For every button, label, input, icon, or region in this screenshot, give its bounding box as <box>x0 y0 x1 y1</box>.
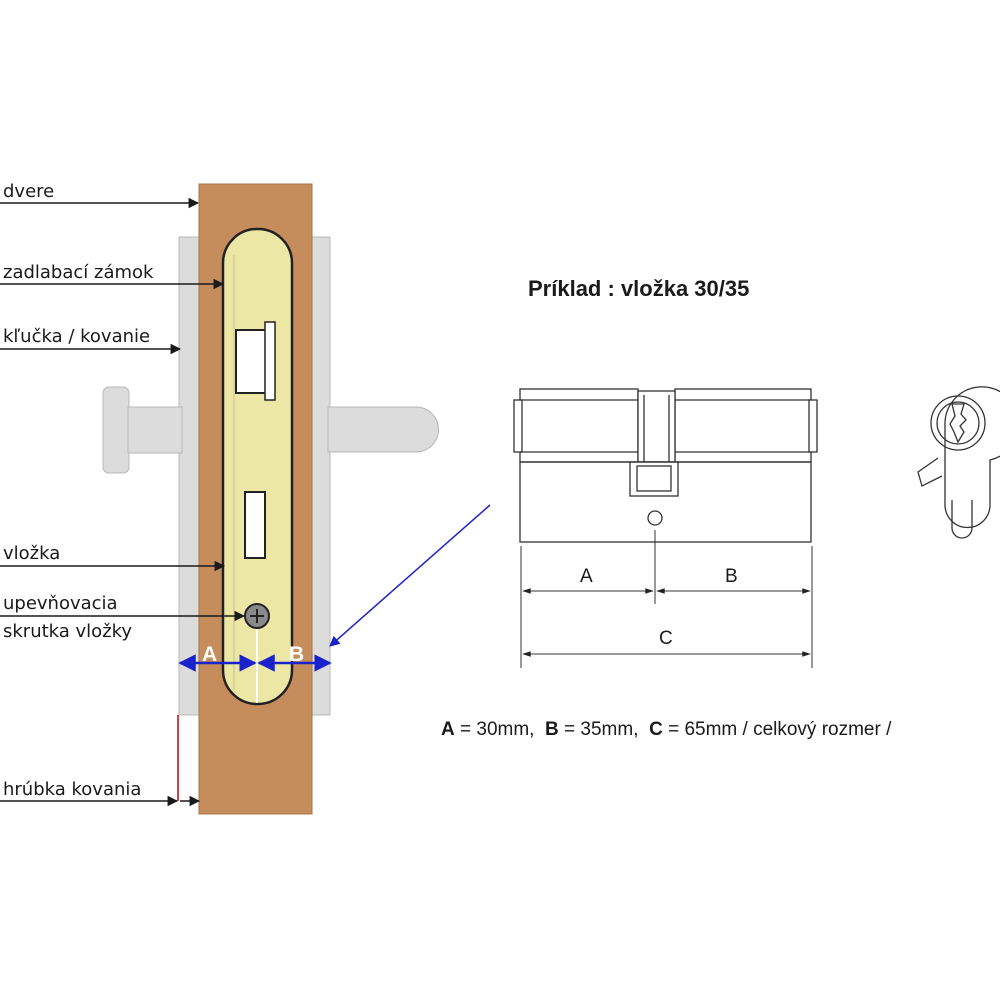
handle-right <box>327 406 439 453</box>
label-handle: kľučka / kovanie <box>3 326 151 347</box>
cylinder-drawing <box>513 388 818 543</box>
example-pointer <box>329 504 491 647</box>
dimension-summary: A = 30mm, B = 35mm, C = 65mm / celkový r… <box>441 719 891 741</box>
fitting-plate-right <box>309 236 331 716</box>
summary-c-key: C <box>649 719 663 740</box>
summary-c-value: = 65mm / celkový rozmer / <box>662 719 892 740</box>
label-cylinder: vložka <box>3 543 61 564</box>
cylinder-slot <box>244 491 266 559</box>
label-door: dvere <box>3 181 55 202</box>
door-dim-b-label: B <box>289 643 305 666</box>
dim-c-label: C <box>659 628 673 649</box>
fitting-plate-left <box>178 236 202 716</box>
screw-icon <box>244 603 270 629</box>
label-leaders <box>0 197 246 807</box>
label-screw-line2: skrutka vložky <box>3 621 133 642</box>
dim-a-label: A <box>580 566 593 587</box>
summary-a-key: A <box>441 719 455 740</box>
keyhole-icon <box>917 386 1000 539</box>
label-screw-line1: upevňovacia <box>3 593 118 614</box>
example-title: Príklad : vložka 30/35 <box>528 276 750 301</box>
door-assembly <box>102 183 491 815</box>
summary-a-value: = 30mm, <box>454 719 535 740</box>
label-fitting-thickness: hrúbka kovania <box>3 779 142 800</box>
dim-b-label: B <box>725 566 738 587</box>
label-mortise-lock: zadlabací zámok <box>3 262 154 283</box>
summary-b-key: B <box>545 719 559 740</box>
door-dim-a-label: A <box>202 643 218 666</box>
summary-b-value: = 35mm, <box>558 719 639 740</box>
dimension-lines <box>520 530 813 668</box>
handle-left <box>102 386 183 474</box>
